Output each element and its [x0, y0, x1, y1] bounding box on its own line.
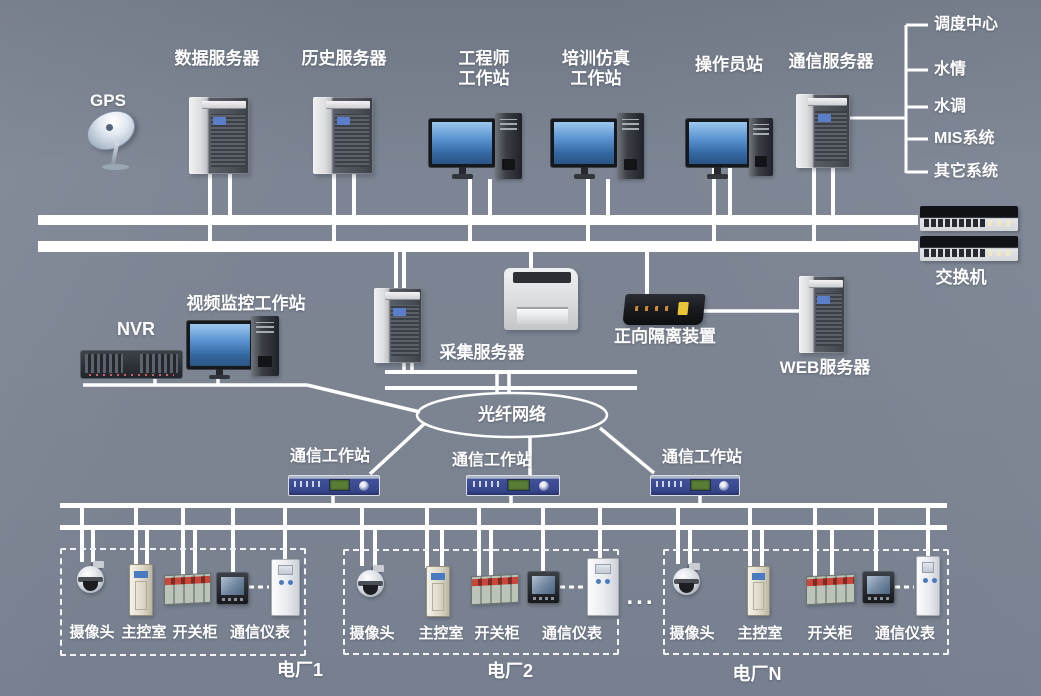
- switchgear-icon: [164, 572, 211, 606]
- comm-meter-icon: [527, 571, 560, 604]
- isolation-device-icon: [622, 294, 706, 325]
- monitor-base-icon: [574, 174, 595, 179]
- control-room-cabinet-icon: [747, 566, 770, 616]
- monitor-base-icon: [707, 174, 728, 179]
- comm-meter-icon: [216, 572, 249, 605]
- plant-name: 电厂N: [732, 664, 782, 684]
- switch-2-icon: [920, 236, 1018, 261]
- operator-station-label: 操作员站: [695, 55, 763, 74]
- printer-icon: [504, 268, 578, 330]
- operator-station-monitor-icon: [686, 119, 750, 167]
- monitor-stand-icon: [216, 369, 223, 376]
- backbone-bus: [38, 215, 918, 252]
- comm-cabinet-icon: [271, 559, 300, 616]
- control-room-cabinet-icon: [129, 564, 153, 616]
- top-device-links: [208, 168, 835, 252]
- video-workstation-monitor-icon: [187, 321, 253, 369]
- engineer-workstation-tower-icon: [495, 113, 522, 179]
- data-server-label: 数据服务器: [174, 49, 260, 68]
- comm-workstation-2-icon: [466, 475, 560, 496]
- dome-camera-icon: [76, 560, 106, 600]
- external-system-label: 调度中心: [934, 16, 999, 33]
- isolation-label: 正向隔离装置: [614, 327, 716, 346]
- switchgear-icon: [471, 573, 519, 606]
- data-server-icon: [189, 97, 249, 174]
- plant-drop-links: [80, 507, 930, 577]
- dome-camera-icon: [356, 564, 386, 604]
- switchgear-icon: [806, 573, 855, 606]
- comm-ws-label: 通信工作站: [451, 452, 533, 469]
- control-room-label: 主控室: [737, 625, 783, 642]
- history-server-icon: [313, 97, 373, 174]
- switchgear-label: 开关柜: [474, 625, 520, 642]
- camera-label: 摄像头: [349, 625, 395, 642]
- comm-server-icon: [796, 94, 850, 168]
- fiber-network-ellipse: [415, 391, 609, 439]
- collect-lan: [385, 362, 637, 394]
- web-server-icon: [799, 276, 845, 353]
- fiber-links: [368, 422, 656, 476]
- operator-station-tower-icon: [749, 118, 773, 176]
- plants-ellipsis: ...: [626, 583, 656, 610]
- comm-cabinet-icon: [916, 556, 940, 616]
- comm-workstation-3-icon: [650, 475, 740, 496]
- comm-meter-icon: [862, 571, 895, 604]
- collect-server-label: 采集服务器: [439, 343, 525, 362]
- monitor-stand-icon: [581, 167, 588, 175]
- comm-server-label: 通信服务器: [788, 52, 874, 71]
- monitor-base-icon: [209, 375, 230, 379]
- external-system-label: MIS系统: [934, 130, 995, 147]
- external-systems-bracket: [847, 23, 928, 174]
- external-system-label: 其它系统: [934, 163, 999, 180]
- switch-label: 交换机: [935, 268, 987, 287]
- camera-label: 摄像头: [69, 624, 115, 641]
- control-room-cabinet-icon: [426, 566, 450, 617]
- nvr-label: NVR: [116, 319, 156, 339]
- switchgear-label: 开关柜: [807, 625, 853, 642]
- comm-ws-label: 通信工作站: [289, 448, 371, 465]
- engineer-workstation-monitor-icon: [429, 119, 495, 167]
- monitor-base-icon: [452, 174, 473, 179]
- switchgear-label: 开关柜: [172, 624, 218, 641]
- plant-n-boundary: [663, 549, 949, 655]
- training-ws-label: 培训仿真 工作站: [562, 49, 630, 88]
- plant-name: 电厂2: [486, 661, 534, 681]
- comm-workstation-1-icon: [288, 475, 380, 496]
- comm-ws-label: 通信工作站: [661, 449, 743, 466]
- external-system-label: 水情: [934, 61, 967, 78]
- plant-bus: [60, 503, 947, 530]
- collect-server-icon: [374, 288, 422, 363]
- secondary-links: [394, 252, 649, 296]
- comm-meter-label: 通信仪表: [541, 625, 603, 642]
- comm-cabinet-icon: [587, 558, 619, 616]
- control-room-label: 主控室: [121, 624, 167, 641]
- control-room-label: 主控室: [418, 625, 464, 642]
- video-lan: [83, 376, 421, 414]
- training-workstation-tower-icon: [617, 113, 644, 179]
- fiber-network-label: 光纤网络: [478, 405, 546, 425]
- gps-dish-icon: [80, 103, 148, 174]
- plant-name: 电厂1: [276, 660, 324, 680]
- camera-label: 摄像头: [669, 625, 715, 642]
- comm-meter-label: 通信仪表: [229, 624, 291, 641]
- nvr-icon: [80, 350, 183, 379]
- training-workstation-monitor-icon: [551, 119, 617, 167]
- history-server-label: 历史服务器: [301, 49, 387, 68]
- monitor-stand-icon: [459, 167, 466, 175]
- web-server-label: WEB服务器: [779, 358, 871, 377]
- video-workstation-tower-icon: [251, 316, 279, 376]
- dome-camera-icon: [672, 562, 702, 602]
- monitor-stand-icon: [714, 167, 721, 175]
- video-ws-label: 视频监控工作站: [186, 294, 306, 313]
- gps-label: GPS: [90, 91, 126, 110]
- switch-1-icon: [920, 206, 1018, 231]
- engineer-ws-label: 工程师 工作站: [458, 49, 510, 88]
- plant-1-boundary: [60, 548, 306, 656]
- comm-meter-label: 通信仪表: [874, 625, 936, 642]
- external-system-label: 水调: [934, 98, 967, 115]
